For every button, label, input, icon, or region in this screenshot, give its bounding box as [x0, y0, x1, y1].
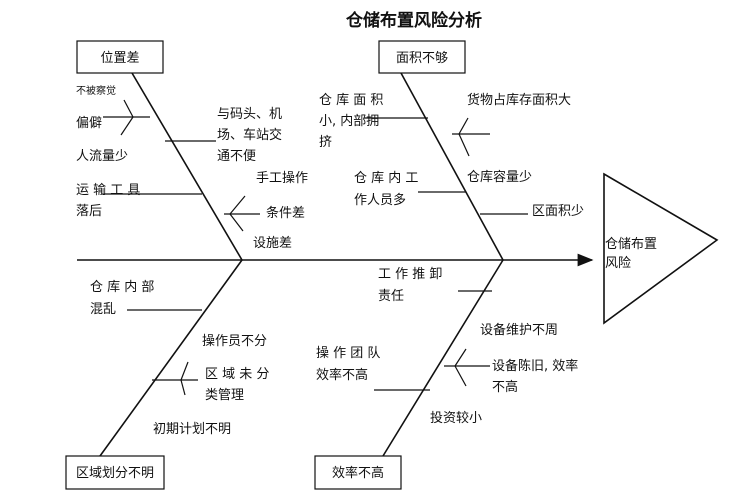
branch-facilities-tick — [229, 213, 244, 232]
category-label-zoning: 区域划分不明 — [76, 466, 154, 481]
head-label-line-2: 风险 — [605, 256, 631, 271]
bone-zoning — [99, 259, 243, 457]
cause-conditions: 条件差 — [266, 205, 305, 221]
cause-responsibility-line-2: 责任 — [378, 289, 404, 304]
cause-hub-line-1: 与码头、机 — [217, 107, 282, 122]
category-label-efficiency: 效率不高 — [332, 465, 384, 481]
cause-unzoned-line-1: 区 域 未 分 — [205, 367, 269, 382]
category-label-area: 面积不够 — [396, 51, 448, 66]
bone-efficiency — [382, 259, 504, 457]
category-box-efficiency — [314, 455, 402, 490]
cause-crowded-line-3: 挤 — [319, 135, 332, 150]
cause-team-line-1: 操 作 团 队 — [316, 345, 380, 361]
branch-plan-tick — [180, 379, 186, 396]
cause-crowded-line-2: 小, 内部拥 — [319, 113, 379, 129]
branch-manual-tick — [229, 195, 246, 215]
cause-hub-line-3: 通不便 — [217, 149, 256, 164]
cause-staff-line-1: 仓 库 内 工 — [354, 170, 418, 186]
diagram-title: 仓储布置风险分析 — [345, 10, 482, 31]
cause-transport-line-1: 运 输 工 具 — [76, 182, 140, 198]
cause-operator: 操作员不分 — [202, 333, 267, 349]
category-box-location — [76, 40, 164, 74]
head-label-line-1: 仓储布置 — [605, 237, 657, 252]
branch-unnoticed-tick — [123, 99, 134, 118]
category-box-area — [378, 40, 466, 74]
cause-maintenance: 设备维护不周 — [480, 322, 558, 338]
branch-capacity-tick — [458, 133, 470, 157]
cause-responsibility-line-1: 工 作 推 卸 — [378, 266, 442, 282]
fish-head — [603, 172, 719, 325]
cause-team-line-2: 效率不高 — [316, 367, 368, 383]
cause-hub-line-2: 场、车站交 — [217, 127, 282, 143]
cause-unnoticed: 不被察觉 — [76, 84, 116, 97]
cause-goods: 货物占库存面积大 — [467, 92, 571, 108]
branch-aging-tick — [454, 365, 467, 387]
cause-capacity: 仓库容量少 — [467, 169, 532, 185]
cause-messy-line-2: 混乱 — [90, 302, 116, 317]
cause-facilities: 设施差 — [253, 236, 292, 251]
category-label-location: 位置差 — [100, 51, 139, 66]
cause-manual: 手工操作 — [256, 170, 308, 186]
cause-low-traffic: 人流量少 — [76, 149, 128, 164]
cause-small-area: 区面积少 — [532, 204, 584, 219]
cause-staff-line-2: 作人员多 — [354, 192, 406, 208]
branch-goods-tick — [458, 117, 469, 135]
cause-aging-line-2: 不高 — [492, 379, 518, 395]
cause-plan: 初期计划不明 — [153, 422, 231, 437]
cause-investment: 投资较小 — [430, 410, 482, 426]
cause-aging-line-1: 设备陈旧, 效率 — [492, 358, 578, 374]
cause-crowded-line-1: 仓 库 面 积 — [319, 92, 383, 108]
category-box-zoning — [65, 455, 165, 490]
cause-remote: 偏僻 — [76, 116, 102, 131]
bone-location — [131, 72, 243, 261]
cause-messy-line-1: 仓 库 内 部 — [90, 279, 154, 295]
cause-unzoned-line-2: 类管理 — [205, 388, 244, 403]
cause-transport-line-2: 落后 — [76, 204, 102, 219]
branch-operator-tick — [180, 361, 189, 381]
branch-traffic-tick — [120, 116, 134, 136]
bone-area — [400, 72, 504, 261]
branch-maintenance-tick — [454, 348, 467, 367]
